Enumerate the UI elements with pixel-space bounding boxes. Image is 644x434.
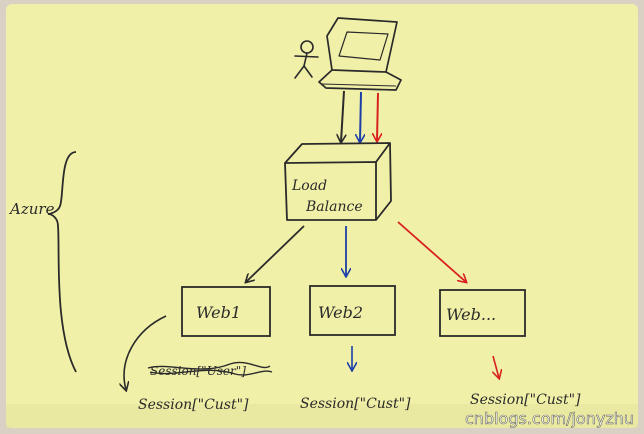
arrow-client-to-lb-red	[377, 92, 378, 141]
arrow-web-more-to-session	[493, 355, 499, 378]
load-balancer-label-line1: Load	[291, 178, 327, 194]
azure-brace	[47, 151, 77, 373]
laptop-icon	[318, 17, 402, 91]
arrow-client-to-lb-black	[341, 90, 344, 142]
arrow-client-to-lb-blue	[360, 91, 361, 142]
web2-box	[309, 285, 396, 336]
arrow-lb-to-web-more	[397, 221, 466, 282]
load-balancer-label-line2: Balance	[305, 199, 363, 215]
paper-shadow	[6, 404, 638, 428]
watermark-text: cnblogs.com/jonyzhu	[465, 409, 634, 428]
azure-label: Azure	[8, 200, 55, 218]
web-more-box	[439, 289, 526, 337]
arrow-lb-to-web1	[246, 225, 305, 282]
web2-label: Web2	[318, 303, 363, 322]
paper-background	[6, 4, 638, 428]
session-web-more-label: Session["Cust"]	[470, 392, 581, 408]
session-strike-scribble	[147, 361, 273, 376]
stick-figure-icon	[294, 40, 319, 79]
session-web2-label: Session["Cust"]	[300, 396, 411, 412]
arrow-web1-to-session	[124, 315, 167, 390]
load-balancer-box	[284, 142, 392, 221]
web-more-label: Web...	[446, 305, 496, 324]
web1-label: Web1	[196, 303, 241, 322]
session-web1-label: Session["Cust"]	[138, 397, 249, 413]
web1-box	[181, 286, 271, 337]
